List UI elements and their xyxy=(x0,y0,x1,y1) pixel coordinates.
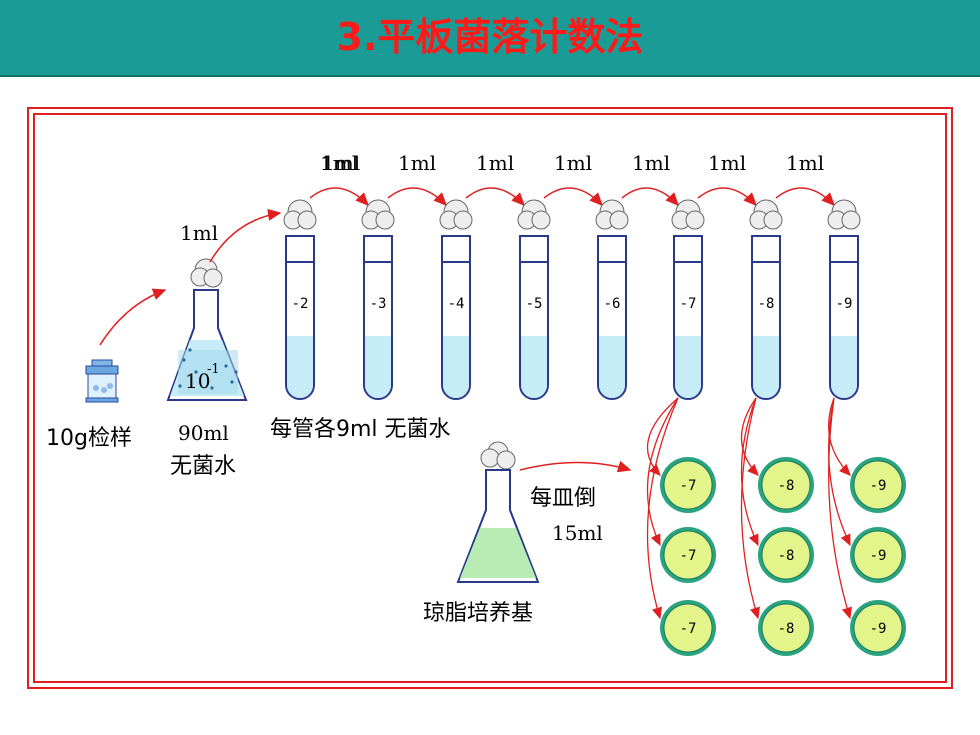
transfer-volume-label: 1ml xyxy=(786,151,824,175)
transfer-volume-label: 1ml xyxy=(476,151,514,175)
plating-arrow xyxy=(646,397,679,547)
plate-dilution-label: -7 xyxy=(680,478,697,494)
test-tube: -7 xyxy=(671,199,705,400)
flask-volume-sub: 无菌水 xyxy=(170,454,236,479)
arrow-flask-to-tube xyxy=(209,208,282,263)
test-tube: -4 xyxy=(439,199,473,400)
tube-transfer-arrow xyxy=(387,187,448,207)
tube-caption: 每管各9ml 无菌水 xyxy=(270,417,451,442)
flask-volume: 90ml xyxy=(178,421,229,445)
dilution-flask-icon xyxy=(166,258,248,401)
tube-transfer-arrow xyxy=(697,187,758,207)
agar-flask-icon xyxy=(456,441,540,583)
test-tube: -3 xyxy=(361,199,395,400)
transfer-volume-label: 1ml xyxy=(554,151,592,175)
test-tube: -2 xyxy=(283,199,317,400)
petri-dish: -7 xyxy=(660,527,716,583)
petri-dish-grid: -7 -7 -7 -8 -8 -8 -9 -9 -9 xyxy=(660,457,906,656)
diagram-frame-outer xyxy=(27,107,953,689)
agar-label: 琼脂培养基 xyxy=(423,601,533,626)
pour-label-line1: 每皿倒 xyxy=(530,486,596,511)
plating-arrow xyxy=(740,397,760,620)
petri-dish: -9 xyxy=(850,527,906,583)
petri-dish: -9 xyxy=(850,600,906,656)
tube-dilution-label: -5 xyxy=(526,296,543,312)
sample-jar-icon xyxy=(85,359,119,403)
tube-transfer-arrow xyxy=(309,187,370,207)
transfer-volume-label: 1ml xyxy=(322,151,360,175)
plate-dilution-label: -7 xyxy=(680,548,697,564)
tube-transfer-arrow xyxy=(543,187,604,207)
plate-dilution-label: -7 xyxy=(680,621,697,637)
plating-arrow xyxy=(828,397,852,620)
diagram-frame-inner xyxy=(33,113,947,683)
arrow-agar-to-plates xyxy=(519,460,632,473)
transfer-volume-label: 1ml xyxy=(398,151,436,175)
tube-dilution-label: -8 xyxy=(758,296,775,312)
sample-label: 10g检样 xyxy=(46,426,132,451)
tube-transfer-arrow xyxy=(775,187,836,207)
test-tube: -5 xyxy=(517,199,551,400)
transfer-volume-label: 1ml xyxy=(632,151,670,175)
plating-arrow xyxy=(646,397,679,620)
transfer-volume-label: 1ml xyxy=(708,151,746,175)
petri-dish: -9 xyxy=(850,457,906,513)
tube-dilution-label: -6 xyxy=(604,296,621,312)
tube-transfer-arrow xyxy=(465,187,526,207)
plating-arrow xyxy=(646,397,679,476)
plate-dilution-label: -8 xyxy=(778,621,795,637)
transfer-volume-label: 1ml xyxy=(180,221,218,245)
petri-dish: -8 xyxy=(758,600,814,656)
test-tube: -9 xyxy=(827,199,861,400)
plate-dilution-label: -9 xyxy=(870,621,887,637)
flask-dilution-base: 10 xyxy=(185,369,210,393)
test-tube: -6 xyxy=(595,199,629,400)
petri-dish: -7 xyxy=(660,457,716,513)
tube-dilution-label: -2 xyxy=(292,296,309,312)
plating-arrow xyxy=(740,397,759,476)
page-title: 3.平板菌落计数法 xyxy=(336,15,644,59)
tube-transfer-arrow xyxy=(621,187,680,207)
plating-arrows xyxy=(646,397,852,620)
plate-dilution-label: -8 xyxy=(778,478,795,494)
petri-dish: -8 xyxy=(758,527,814,583)
tube-dilution-label: -4 xyxy=(448,296,465,312)
tube-dilution-label: -9 xyxy=(836,296,853,312)
test-tube: -8 xyxy=(749,199,783,400)
tube-dilution-label: -7 xyxy=(680,296,697,312)
plate-dilution-label: -9 xyxy=(870,478,887,494)
plating-arrow xyxy=(828,397,851,547)
plate-dilution-label: -8 xyxy=(778,548,795,564)
petri-dish: -8 xyxy=(758,457,814,513)
transfer-volume-label: 1ml xyxy=(320,151,358,175)
arrow-sample-to-flask xyxy=(99,288,167,346)
pour-label-line2: 15ml xyxy=(552,521,603,545)
petri-dish: -7 xyxy=(660,600,716,656)
tube-dilution-label: -3 xyxy=(370,296,387,312)
plate-dilution-label: -9 xyxy=(870,548,887,564)
title-bar xyxy=(0,0,980,77)
flask-dilution-exponent: -1 xyxy=(207,362,220,377)
plating-arrow xyxy=(740,397,759,547)
